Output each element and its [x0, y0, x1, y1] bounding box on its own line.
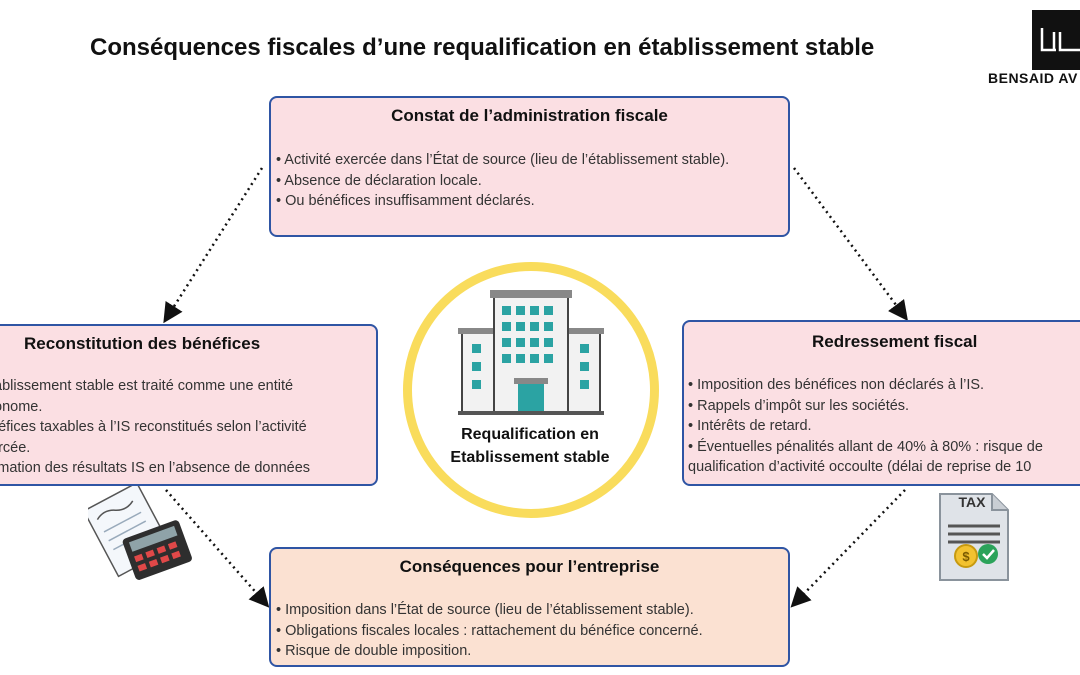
arrow-top-to-right — [792, 167, 908, 322]
arrow-top-to-left — [163, 167, 264, 324]
list-item: ercée. — [0, 439, 31, 456]
center-label-line1: Requalification en — [461, 426, 599, 443]
arrow-left-to-bottom — [165, 489, 270, 608]
tax-adjustment-heading: Redressement fiscal — [812, 332, 978, 351]
list-item: • Ou bénéfices insuffisamment déclarés. — [276, 193, 535, 209]
list-item: qualification d’activité occoulte (délai… — [688, 459, 1032, 475]
building-icon — [458, 290, 604, 415]
list-item: • Absence de déclaration locale. — [276, 172, 482, 189]
center-label: Requalification en Etablissement stable — [415, 423, 645, 469]
list-item: • Imposition des bénéfices non déclarés … — [688, 377, 985, 393]
list-item: timation des résultats IS en l’absence d… — [0, 460, 311, 476]
tax-label: TAX — [958, 494, 986, 510]
tax-document-icon: $ — [939, 493, 1009, 581]
list-item: • Imposition dans l’État de source (lieu… — [276, 602, 694, 618]
company-consequences-heading: Conséquences pour l’entreprise — [399, 557, 660, 576]
profit-reconstruction-box: Reconstitution des bénéfices tablissemen… — [0, 324, 378, 486]
svg-text:$: $ — [962, 549, 970, 564]
logo-mark — [1032, 10, 1080, 70]
tax-adjustment-list: • Imposition des bénéfices non déclarés … — [688, 375, 1080, 478]
center-label-line2: Etablissement stable — [450, 449, 610, 466]
profit-reconstruction-list: tablissement stable est traité comme une… — [0, 376, 372, 479]
list-item: • Activité exercée dans l’État de source… — [276, 152, 730, 168]
logo-text: BENSAID AV — [988, 70, 1078, 86]
admin-findings-box: Constat de l’administration fiscale • Ac… — [269, 96, 790, 237]
list-item: • Intérêts de retard. — [688, 418, 812, 434]
admin-findings-heading: Constat de l’administration fiscale — [391, 106, 668, 125]
list-item: • Risque de double imposition. — [276, 643, 472, 659]
profit-reconstruction-heading: Reconstitution des bénéfices — [24, 334, 261, 353]
list-item: tablissement stable est traité comme une… — [0, 378, 294, 394]
company-consequences-box: Conséquences pour l’entreprise • Imposit… — [269, 547, 790, 667]
tax-adjustment-box: Redressement fiscal • Imposition des bén… — [682, 320, 1080, 486]
list-item: • Rappels d’impôt sur les sociétés. — [688, 397, 910, 414]
list-item: • Obligations fiscales locales : rattach… — [276, 622, 703, 639]
list-item: tonome. — [0, 398, 43, 415]
list-item: néfices taxables à l’IS reconstitués sel… — [0, 419, 307, 435]
company-consequences-list: • Imposition dans l’État de source (lieu… — [276, 600, 786, 662]
admin-findings-list: • Activité exercée dans l’État de source… — [276, 150, 776, 212]
calculator-icon — [88, 486, 192, 580]
arrow-right-to-bottom — [790, 489, 906, 608]
list-item: • Éventuelles pénalités allant de 40% à … — [688, 438, 1043, 455]
page-title: Conséquences fiscales d’une requalificat… — [90, 34, 875, 61]
